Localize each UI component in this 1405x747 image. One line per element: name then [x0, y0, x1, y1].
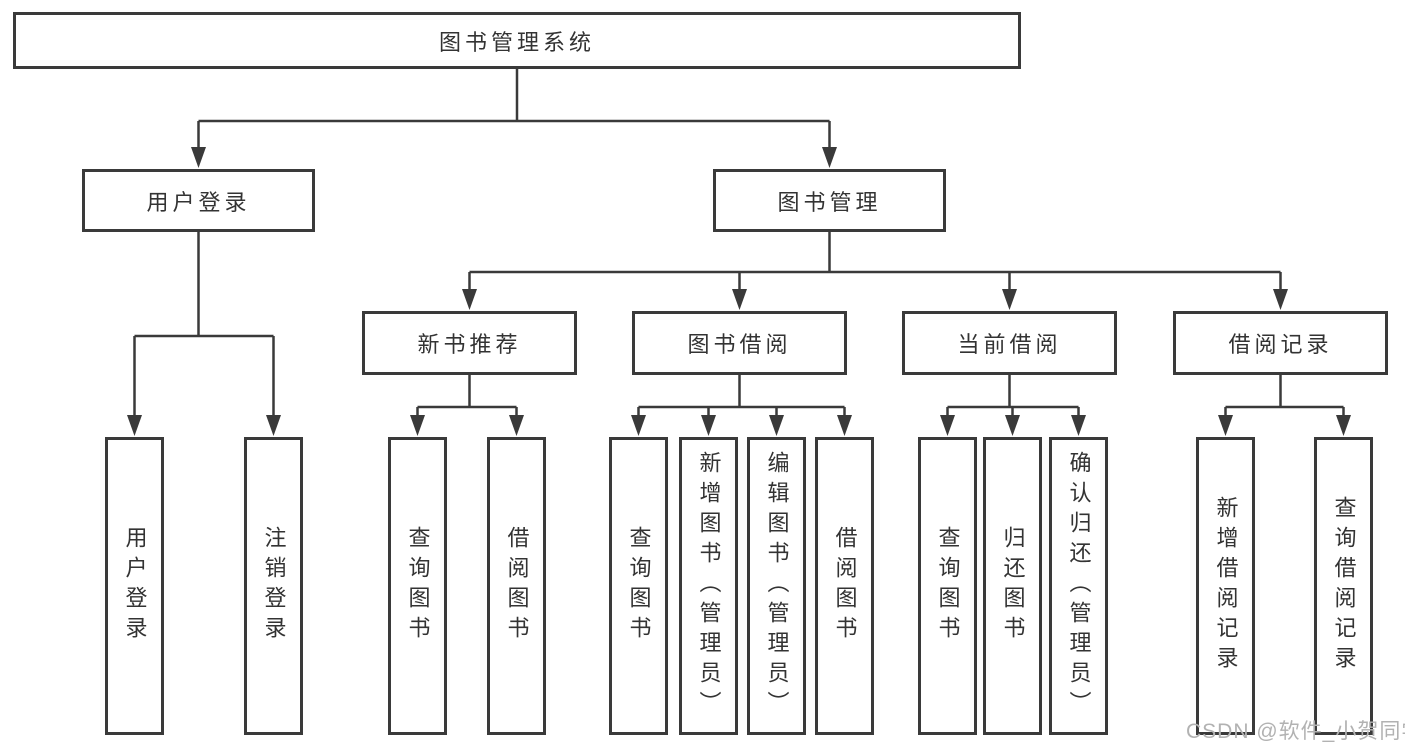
node-leaf-return-books: 归还图书	[983, 437, 1042, 735]
node-leaf-add-borrow-record: 新增借阅记录	[1196, 437, 1255, 735]
connector-current-borrow-to-leaves	[940, 374, 1086, 436]
arrowhead-icon	[1002, 289, 1017, 310]
connector-book-borrow-to-leaves	[631, 374, 852, 436]
node-book-borrow: 图书借阅	[632, 311, 847, 375]
node-leaf-query-books-borrow: 查询图书	[609, 437, 668, 735]
arrowhead-icon	[509, 415, 524, 436]
arrowhead-icon	[266, 415, 281, 436]
node-leaf-borrow-books-recommend: 借阅图书	[487, 437, 546, 735]
arrowhead-icon	[127, 415, 142, 436]
arrowhead-icon	[822, 147, 837, 168]
arrowhead-icon	[1071, 415, 1086, 436]
node-leaf-user-login: 用户登录	[105, 437, 164, 735]
arrowhead-icon	[1273, 289, 1288, 310]
arrowhead-icon	[1005, 415, 1020, 436]
arrowhead-icon	[837, 415, 852, 436]
node-leaf-edit-books-admin: 编辑图书（管理员）	[747, 437, 806, 735]
node-leaf-add-books-admin: 新增图书（管理员）	[679, 437, 738, 735]
node-book-management: 图书管理	[713, 169, 946, 232]
arrowhead-icon	[631, 415, 646, 436]
arrowhead-icon	[1336, 415, 1351, 436]
arrowhead-icon	[410, 415, 425, 436]
connector-user-login-to-leaves	[127, 232, 281, 436]
node-leaf-borrow-books: 借阅图书	[815, 437, 874, 735]
node-system-root: 图书管理系统	[13, 12, 1021, 69]
watermark: CSDN @软件_小贺同学	[1186, 720, 1405, 743]
arrowhead-icon	[191, 147, 206, 168]
node-leaf-query-books-current: 查询图书	[918, 437, 977, 735]
arrowhead-icon	[940, 415, 955, 436]
node-new-book-recommend: 新书推荐	[362, 311, 577, 375]
node-user-login: 用户登录	[82, 169, 315, 232]
node-borrow-records: 借阅记录	[1173, 311, 1388, 375]
node-leaf-confirm-return-admin: 确认归还（管理员）	[1049, 437, 1108, 735]
connector-borrow-records-to-leaves	[1218, 374, 1351, 436]
arrowhead-icon	[1218, 415, 1233, 436]
arrowhead-icon	[732, 289, 747, 310]
node-current-borrow: 当前借阅	[902, 311, 1117, 375]
arrowhead-icon	[701, 415, 716, 436]
connector-new-book-recommend-to-leaves	[410, 374, 524, 436]
node-leaf-logout: 注销登录	[244, 437, 303, 735]
arrowhead-icon	[462, 289, 477, 310]
arrowhead-icon	[769, 415, 784, 436]
connector-root-to-level2	[191, 69, 837, 168]
connector-book-management-to-level3	[462, 232, 1288, 310]
node-leaf-query-borrow-record: 查询借阅记录	[1314, 437, 1373, 735]
node-leaf-query-books-recommend: 查询图书	[388, 437, 447, 735]
